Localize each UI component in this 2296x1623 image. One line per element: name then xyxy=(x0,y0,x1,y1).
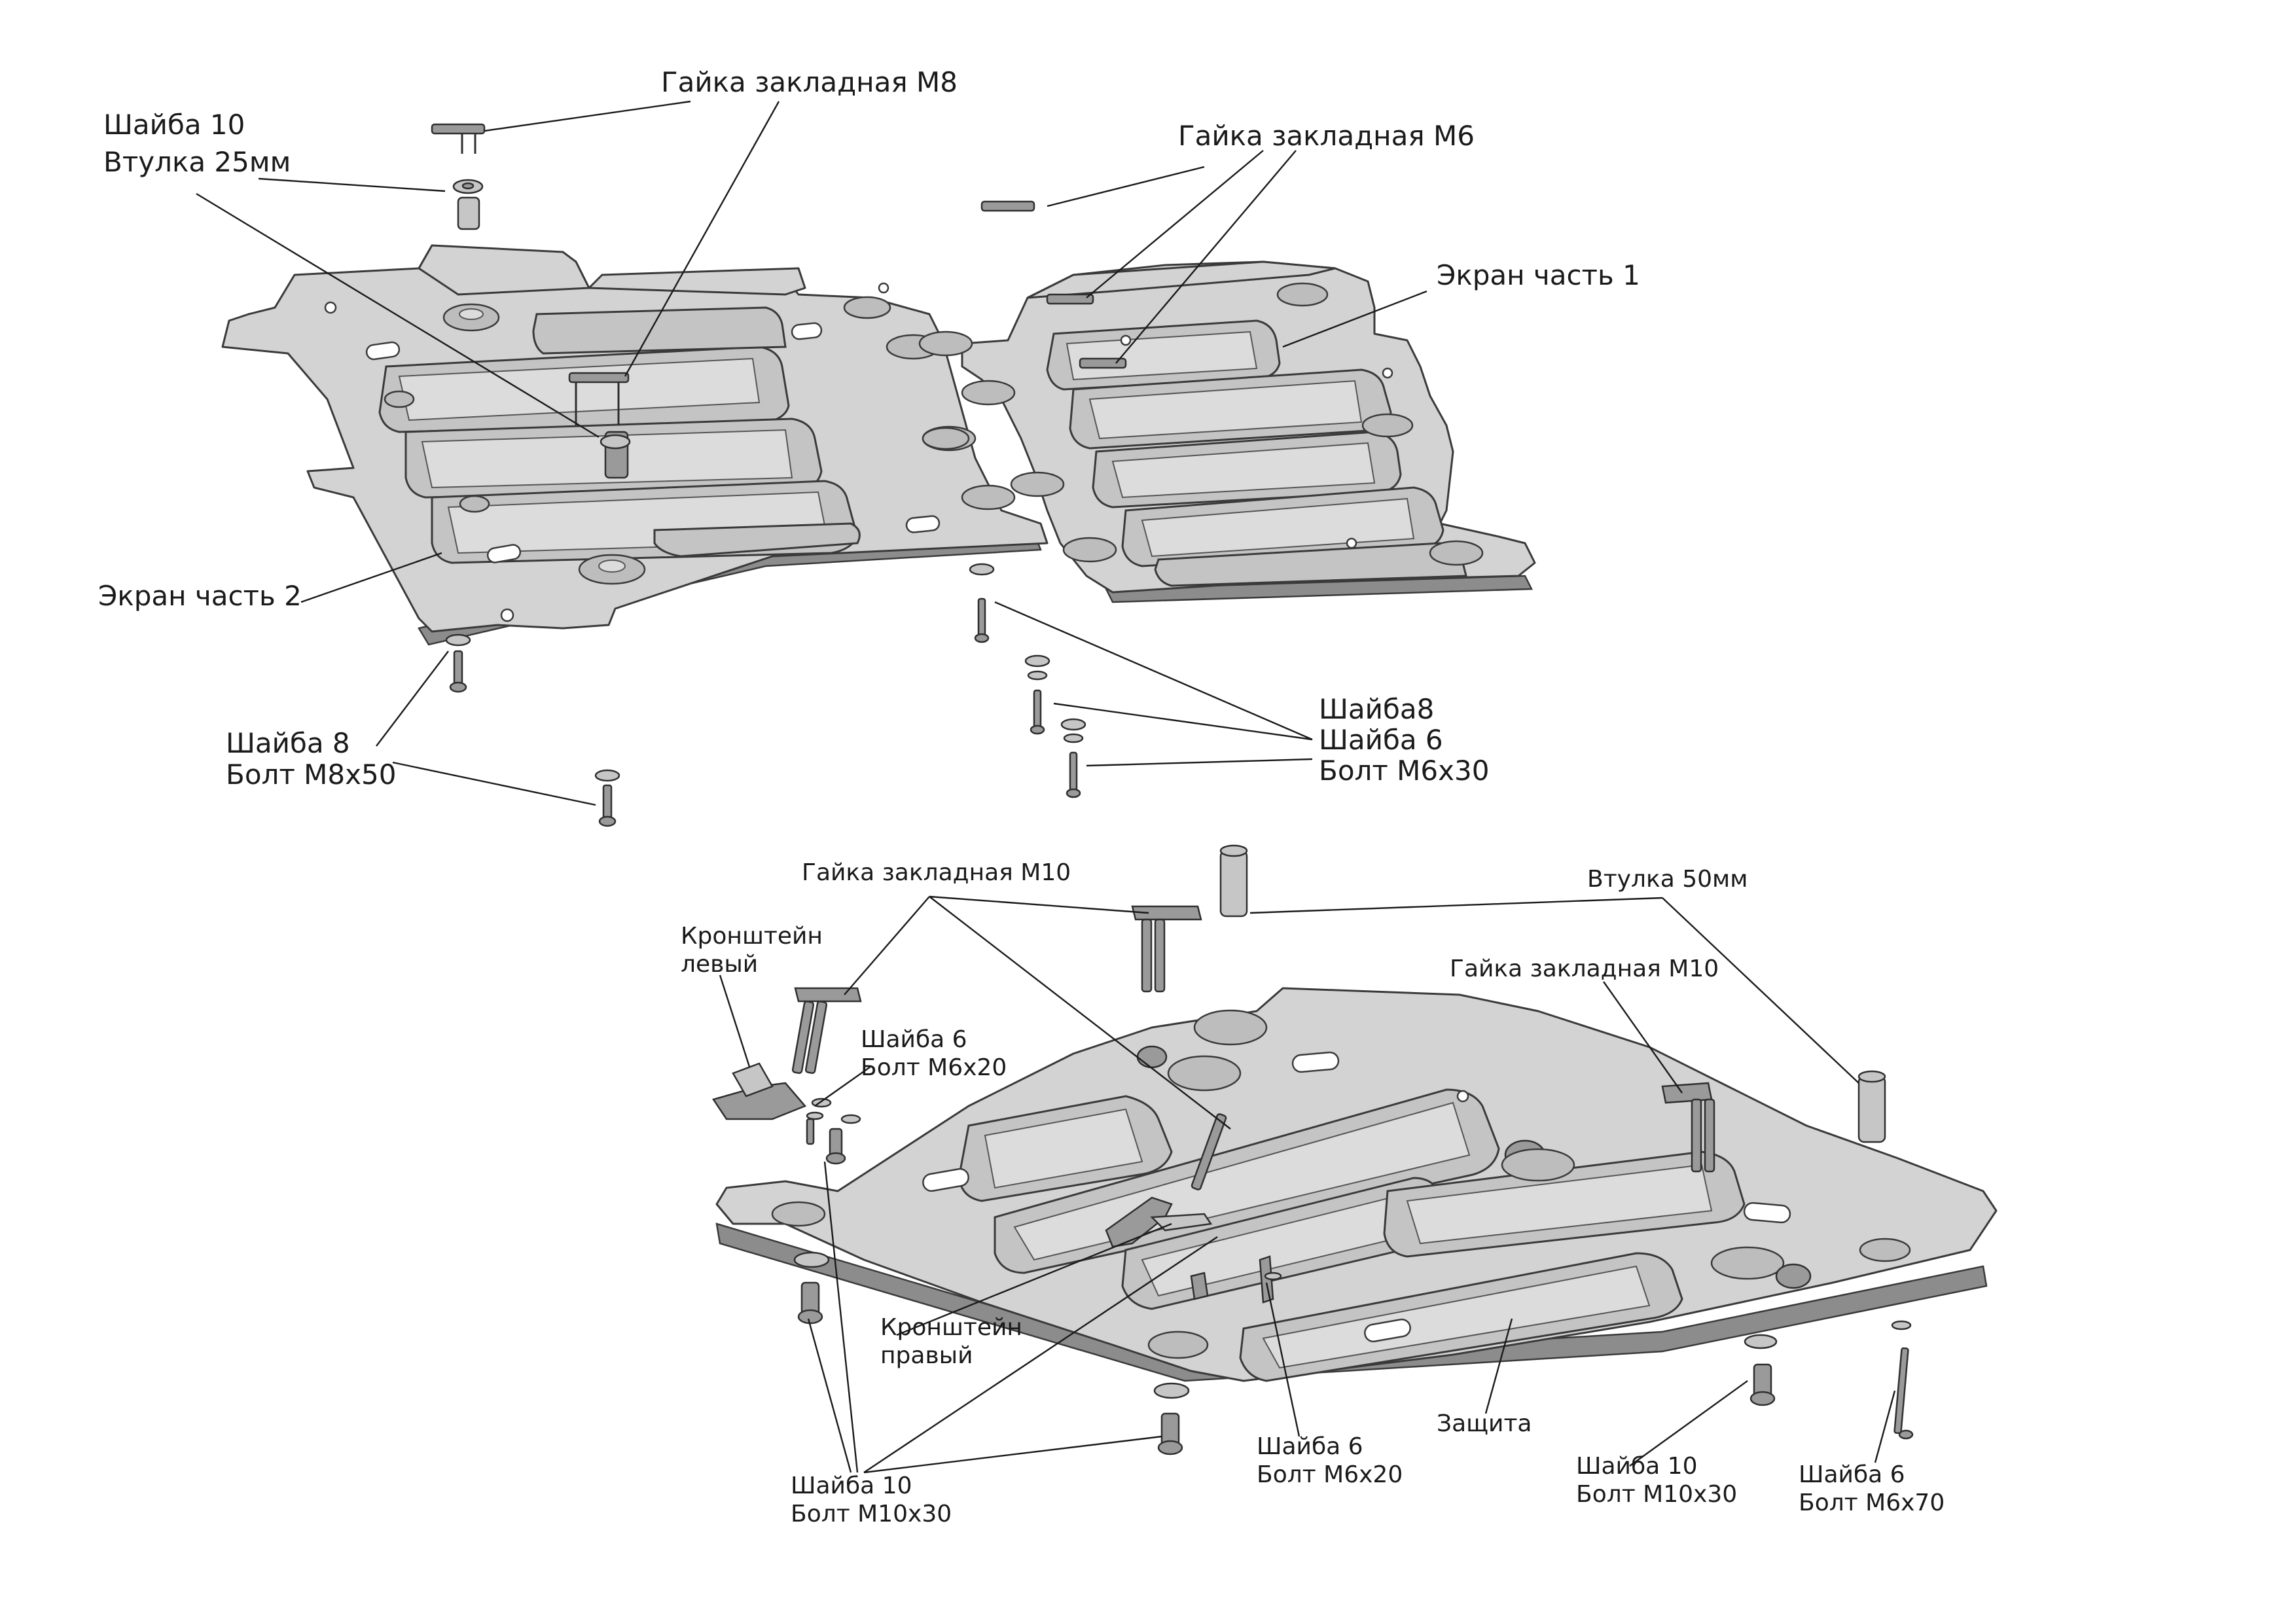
label-bracket-right-2: правый xyxy=(880,1342,973,1369)
label-bushing50: Втулка 50мм xyxy=(1587,866,1748,893)
label-nut-m8: Гайка закладная М8 xyxy=(661,66,958,98)
screen-part-2 xyxy=(221,244,1049,646)
label-washer10-right: Шайба 10 xyxy=(1576,1453,1697,1480)
label-washer10: Шайба 10 xyxy=(103,109,245,141)
label-screen-part1: Экран часть 1 xyxy=(1437,259,1640,291)
label-nut-m6: Гайка закладная М6 xyxy=(1178,120,1475,152)
label-bolt-m10x30-left: Болт М10х30 xyxy=(791,1501,952,1527)
label-washer6-m6x70: Шайба 6 xyxy=(1799,1461,1905,1488)
label-bolt-m6x70: Болт М6х70 xyxy=(1799,1489,1945,1516)
leader-lines xyxy=(196,100,1896,1474)
label-nut-m10-top: Гайка закладная М10 xyxy=(802,859,1071,886)
label-bracket-right-1: Кронштейн xyxy=(880,1314,1022,1341)
label-protection: Защита xyxy=(1437,1410,1532,1437)
label-bolt-m6x30: Болт М6х30 xyxy=(1319,755,1489,787)
bottom-loose-parts xyxy=(712,844,1914,1455)
label-bolt-m6x20-left: Болт М6х20 xyxy=(861,1054,1007,1081)
label-washer8-right: Шайба8 xyxy=(1319,693,1434,725)
label-bolt-m8x50: Болт М8х50 xyxy=(226,758,396,791)
label-washer10-left: Шайба 10 xyxy=(791,1472,912,1499)
label-bushing25: Втулка 25мм xyxy=(103,146,291,178)
label-bracket-left-2: левый xyxy=(681,951,758,978)
label-washer6-left: Шайба 6 xyxy=(861,1026,967,1053)
label-washer6-center: Шайба 6 xyxy=(1257,1433,1363,1460)
top-loose-parts xyxy=(431,123,1086,827)
label-bolt-m10x30-right: Болт М10х30 xyxy=(1576,1481,1737,1508)
labels: Гайка закладная М8 Шайба 10 Втулка 25мм … xyxy=(98,66,1945,1527)
protection-plate xyxy=(715,987,1998,1382)
label-washer6-right: Шайба 6 xyxy=(1319,724,1443,756)
screen-part-1 xyxy=(918,260,1536,603)
label-nut-m10-right: Гайка закладная М10 xyxy=(1450,955,1719,982)
label-screen-part2: Экран часть 2 xyxy=(98,580,302,612)
label-washer8-left: Шайба 8 xyxy=(226,727,350,759)
label-bolt-m6x20-center: Болт М6х20 xyxy=(1257,1461,1403,1488)
label-bracket-left-1: Кронштейн xyxy=(681,923,823,950)
